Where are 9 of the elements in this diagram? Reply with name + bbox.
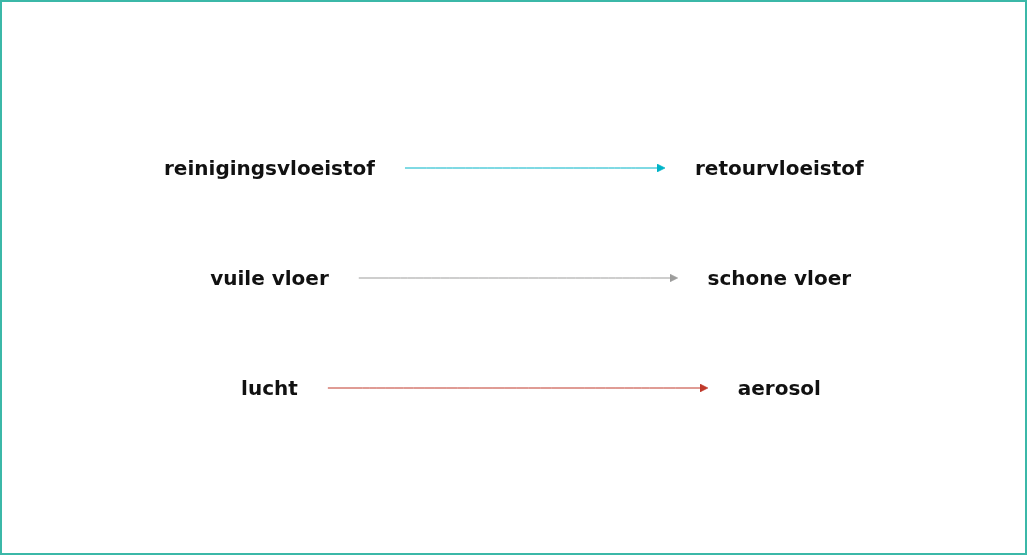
node-text: vuile vloer bbox=[209, 265, 329, 290]
arrow bbox=[404, 163, 665, 172]
node-text: reinigingsvloeistof bbox=[163, 155, 375, 180]
node-text: retourvloeistof bbox=[694, 155, 864, 180]
arrow bbox=[357, 273, 678, 282]
node-text: aerosol bbox=[737, 375, 821, 400]
node-text: schone vloer bbox=[707, 265, 851, 290]
arrow bbox=[326, 383, 708, 392]
node-text: lucht bbox=[240, 375, 298, 400]
